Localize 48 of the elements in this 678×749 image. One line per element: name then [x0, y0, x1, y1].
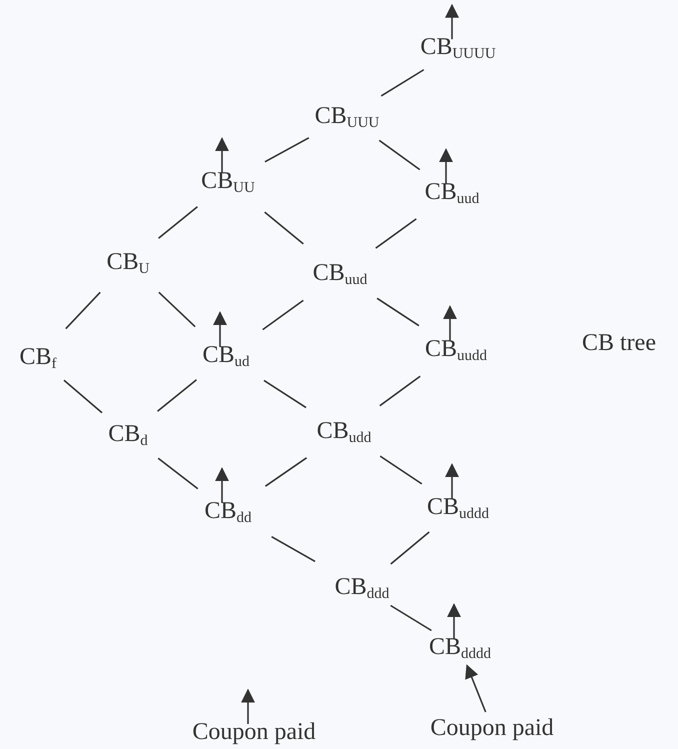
node-label: CB$_{uddd}$ [426, 494, 489, 522]
node-label: CB$_{ddd}$ [334, 574, 390, 602]
connector-line [390, 531, 430, 565]
arrow [445, 4, 459, 40]
node-label: CB$_{d}$ [108, 422, 148, 448]
connector-line [375, 218, 417, 249]
arrow [445, 463, 459, 498]
arrow [215, 137, 229, 172]
node-label: CB$_{uudd}$ [424, 336, 487, 364]
node-label: CB$_{f}$ [19, 344, 56, 372]
node-label: Coupon paid [430, 716, 554, 740]
connector-line [157, 379, 197, 412]
node-label: CB$_{UUUU}$ [420, 35, 496, 62]
arrow [241, 688, 255, 724]
connector-line [378, 140, 420, 170]
connector-line [380, 455, 422, 485]
arrow [215, 467, 229, 502]
node-label: CB$_{uud}$ [312, 260, 368, 288]
node-label: CB$_{uud}$ [424, 180, 480, 206]
connector-line [264, 457, 308, 487]
connector-line [380, 69, 424, 97]
node-label: CB$_{ud}$ [202, 342, 250, 370]
node-label: Coupon paid [192, 720, 316, 744]
node-label: CB$_{udd}$ [316, 418, 372, 446]
arrow [443, 305, 457, 340]
connector-line [390, 604, 432, 632]
node-label: CB$_{UU}$ [201, 168, 255, 196]
connector-line [271, 536, 316, 562]
arrow [439, 148, 453, 184]
arrow [465, 664, 486, 712]
node-label: CB$_{UUU}$ [314, 104, 380, 130]
node-label: CB$_{dddd}$ [428, 634, 491, 662]
connector-line [264, 137, 310, 163]
connector-line [379, 376, 421, 406]
connector-line [264, 380, 306, 408]
connector-line [63, 380, 103, 414]
connector-line [158, 292, 196, 328]
arrow [447, 603, 461, 638]
connector-line [158, 206, 198, 239]
connector-line [65, 292, 101, 330]
connector-line [158, 458, 198, 490]
connector-line [262, 300, 304, 330]
connector-line [264, 212, 304, 244]
node-label: CB$_{U}$ [106, 250, 150, 276]
arrow [213, 311, 227, 346]
connector-line [376, 298, 420, 326]
diagram-label: CB tree [582, 330, 656, 357]
node-label: CB$_{dd}$ [204, 498, 252, 526]
